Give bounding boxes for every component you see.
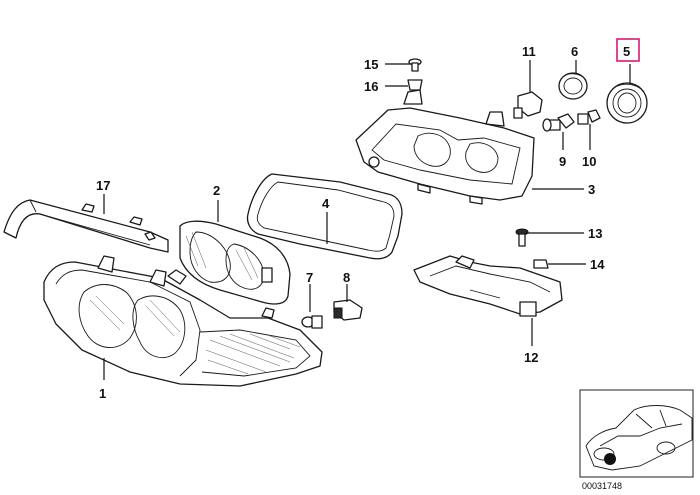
part-13-screw[interactable] [515,228,529,247]
part-5-highlight-box [616,38,640,62]
callout-1[interactable]: 1 [99,386,106,401]
callout-15[interactable]: 15 [364,57,378,72]
callout-17[interactable]: 17 [96,178,110,193]
callout-9[interactable]: 9 [559,154,566,169]
callout-2[interactable]: 2 [213,183,220,198]
callout-4[interactable]: 4 [322,196,330,211]
part-10-bulb[interactable] [577,109,601,125]
part-7-bulb[interactable] [301,315,323,329]
callout-6[interactable]: 6 [571,44,578,59]
part-15-screw[interactable] [408,58,422,72]
callout-16[interactable]: 16 [364,79,378,94]
callout-3[interactable]: 3 [588,182,595,197]
vehicle-location-inset [579,389,694,478]
callout-14[interactable]: 14 [590,257,605,272]
part-9-bulb[interactable] [542,113,575,132]
callout-7[interactable]: 7 [306,270,313,285]
part-1-headlight-assembly[interactable] [43,255,323,387]
callout-5[interactable]: 5 [623,44,630,59]
part-5-cap[interactable] [606,82,648,124]
part-14-clip[interactable] [533,259,549,269]
part-16-clip[interactable] [407,79,423,91]
inset-reference-number: 00031748 [582,481,622,491]
callout-12[interactable]: 12 [524,350,538,365]
location-marker [604,453,616,465]
part-3-housing[interactable] [355,89,535,205]
callout-13[interactable]: 13 [588,226,602,241]
callout-10[interactable]: 10 [582,154,596,169]
part-17-trim-strip[interactable] [3,199,169,253]
part-4-gasket[interactable] [246,173,403,260]
part-6-cap[interactable] [558,72,588,100]
callout-11[interactable]: 11 [522,44,536,59]
part-8-socket[interactable] [333,299,363,321]
leader-lines [103,60,631,380]
callout-labels: 1 2 3 4 5 6 7 8 9 10 11 12 13 14 15 16 1… [96,38,640,401]
part-11-connector[interactable] [513,91,543,119]
callout-8[interactable]: 8 [343,270,350,285]
part-12-bracket[interactable] [413,255,563,317]
part-2-reflector[interactable] [179,220,291,305]
